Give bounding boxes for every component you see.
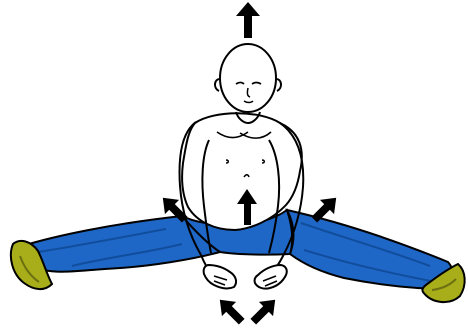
head <box>215 44 281 123</box>
bottom-right-arrow-icon <box>246 293 282 329</box>
right-hand <box>255 265 287 289</box>
right-pant-leg <box>287 210 454 289</box>
bottom-left-arrow-icon <box>213 293 249 329</box>
hands <box>204 265 287 289</box>
left-hand <box>204 265 236 288</box>
up-arrow-icon <box>236 2 260 38</box>
